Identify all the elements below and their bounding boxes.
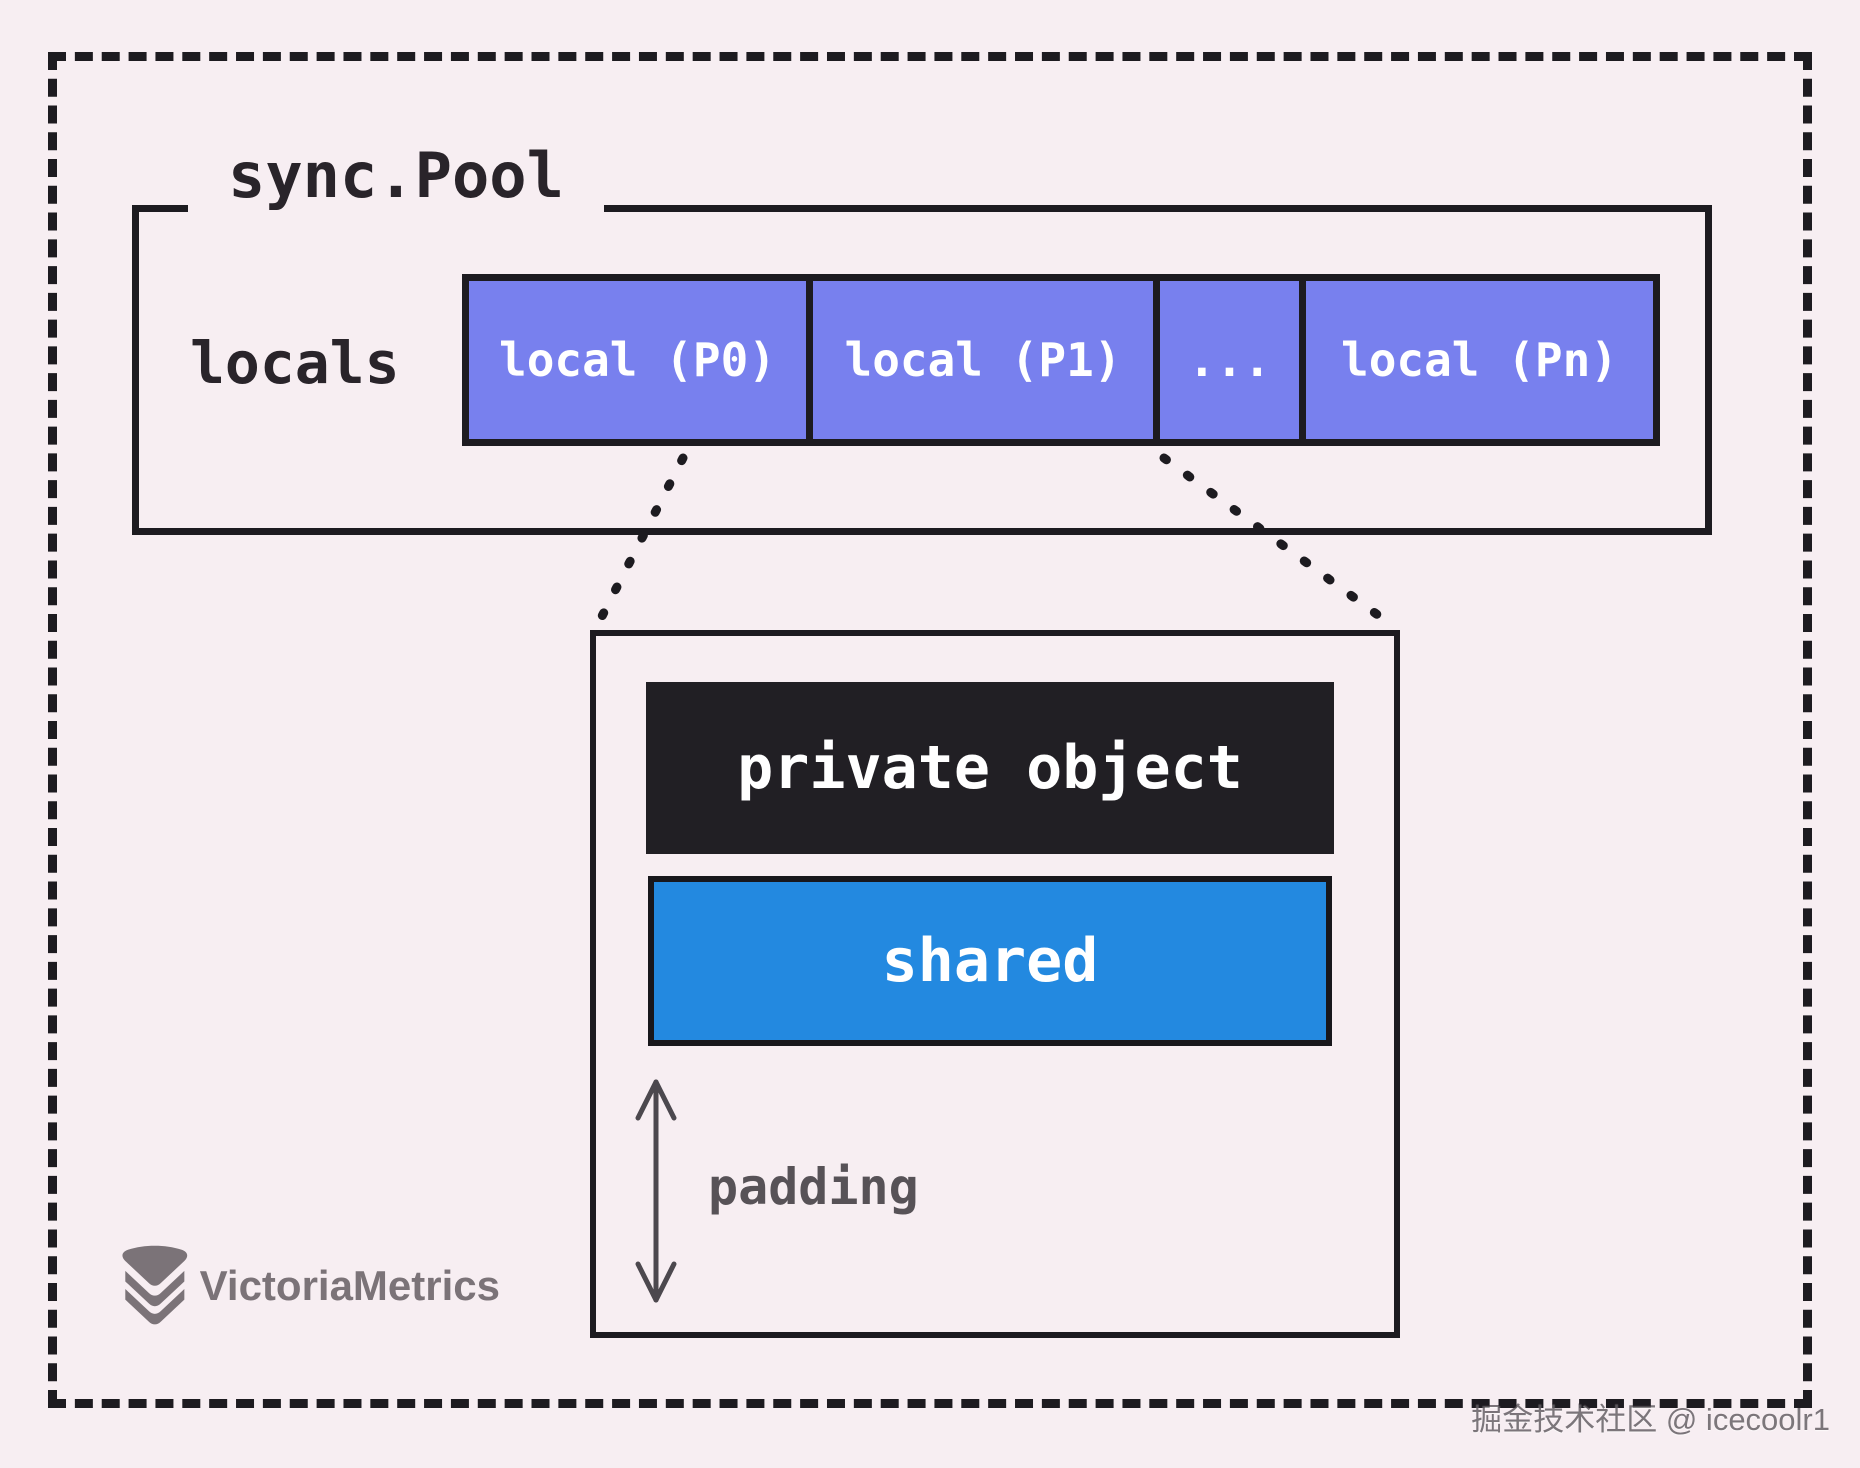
local-cell-p0: local (P0) — [462, 274, 813, 446]
local-cell-ellipsis: ... — [1153, 274, 1306, 446]
private-object-label: private object — [737, 733, 1243, 803]
local-cell-pn: local (Pn) — [1299, 274, 1660, 446]
local-cell-ellipsis-label: ... — [1187, 333, 1272, 387]
sync-pool-title: sync.Pool — [188, 128, 604, 224]
shared-box: shared — [648, 876, 1332, 1046]
local-cell-p1-label: local (P1) — [844, 333, 1122, 387]
locals-label: locals — [190, 329, 400, 397]
pool-local-detail-box — [590, 630, 1400, 1338]
watermark-text: 掘金技术社区 @ icecoolr1 — [1471, 1402, 1830, 1437]
victoriametrics-logo-text: VictoriaMetrics — [199, 1262, 500, 1309]
local-cell-p0-label: local (P0) — [499, 333, 776, 387]
victoriametrics-branding: VictoriaMetrics — [120, 1238, 500, 1334]
local-cell-p1: local (P1) — [806, 274, 1160, 446]
shared-label: shared — [881, 926, 1099, 996]
victoriametrics-logo-icon — [122, 1245, 188, 1325]
local-cell-pn-label: local (Pn) — [1341, 333, 1618, 387]
private-object-box: private object — [646, 682, 1334, 854]
outer-dashed-frame — [48, 52, 1812, 1408]
padding-label: padding — [708, 1158, 919, 1216]
sync-pool-box — [132, 205, 1712, 535]
